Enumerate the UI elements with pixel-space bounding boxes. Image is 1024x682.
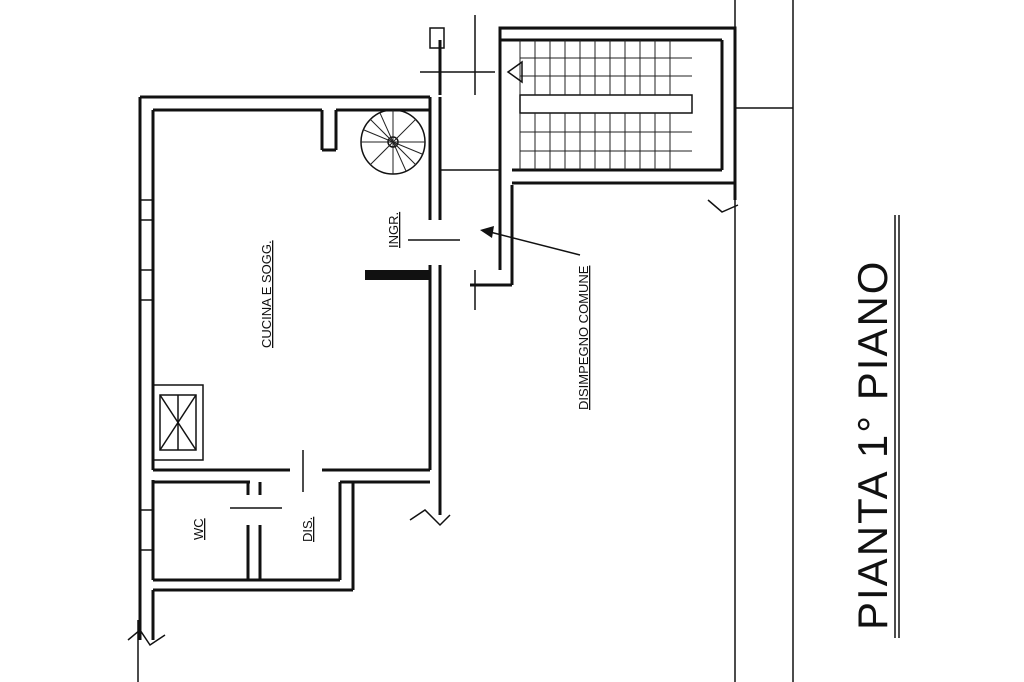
chimney-icon bbox=[152, 384, 204, 461]
main-staircase-icon bbox=[498, 26, 739, 213]
common-hall-label: DISIMPEGNO COMUNE bbox=[576, 265, 591, 410]
spiral-stair-icon bbox=[360, 109, 426, 175]
entrance-label: INGR. bbox=[386, 212, 401, 248]
plan-title-text: PIANTA 1° PIANO bbox=[849, 260, 896, 630]
door-marks bbox=[230, 239, 460, 509]
common-corridor-walls bbox=[420, 15, 514, 310]
leader-arrow-icon bbox=[480, 226, 581, 256]
kitchen-label: CUCINA E SOGG. bbox=[259, 240, 274, 348]
plan-title: PIANTA 1° PIANO bbox=[849, 215, 900, 638]
apartment-walls bbox=[127, 95, 451, 647]
wc-label: WC bbox=[191, 518, 206, 540]
hall-label: DIS. bbox=[300, 517, 315, 542]
